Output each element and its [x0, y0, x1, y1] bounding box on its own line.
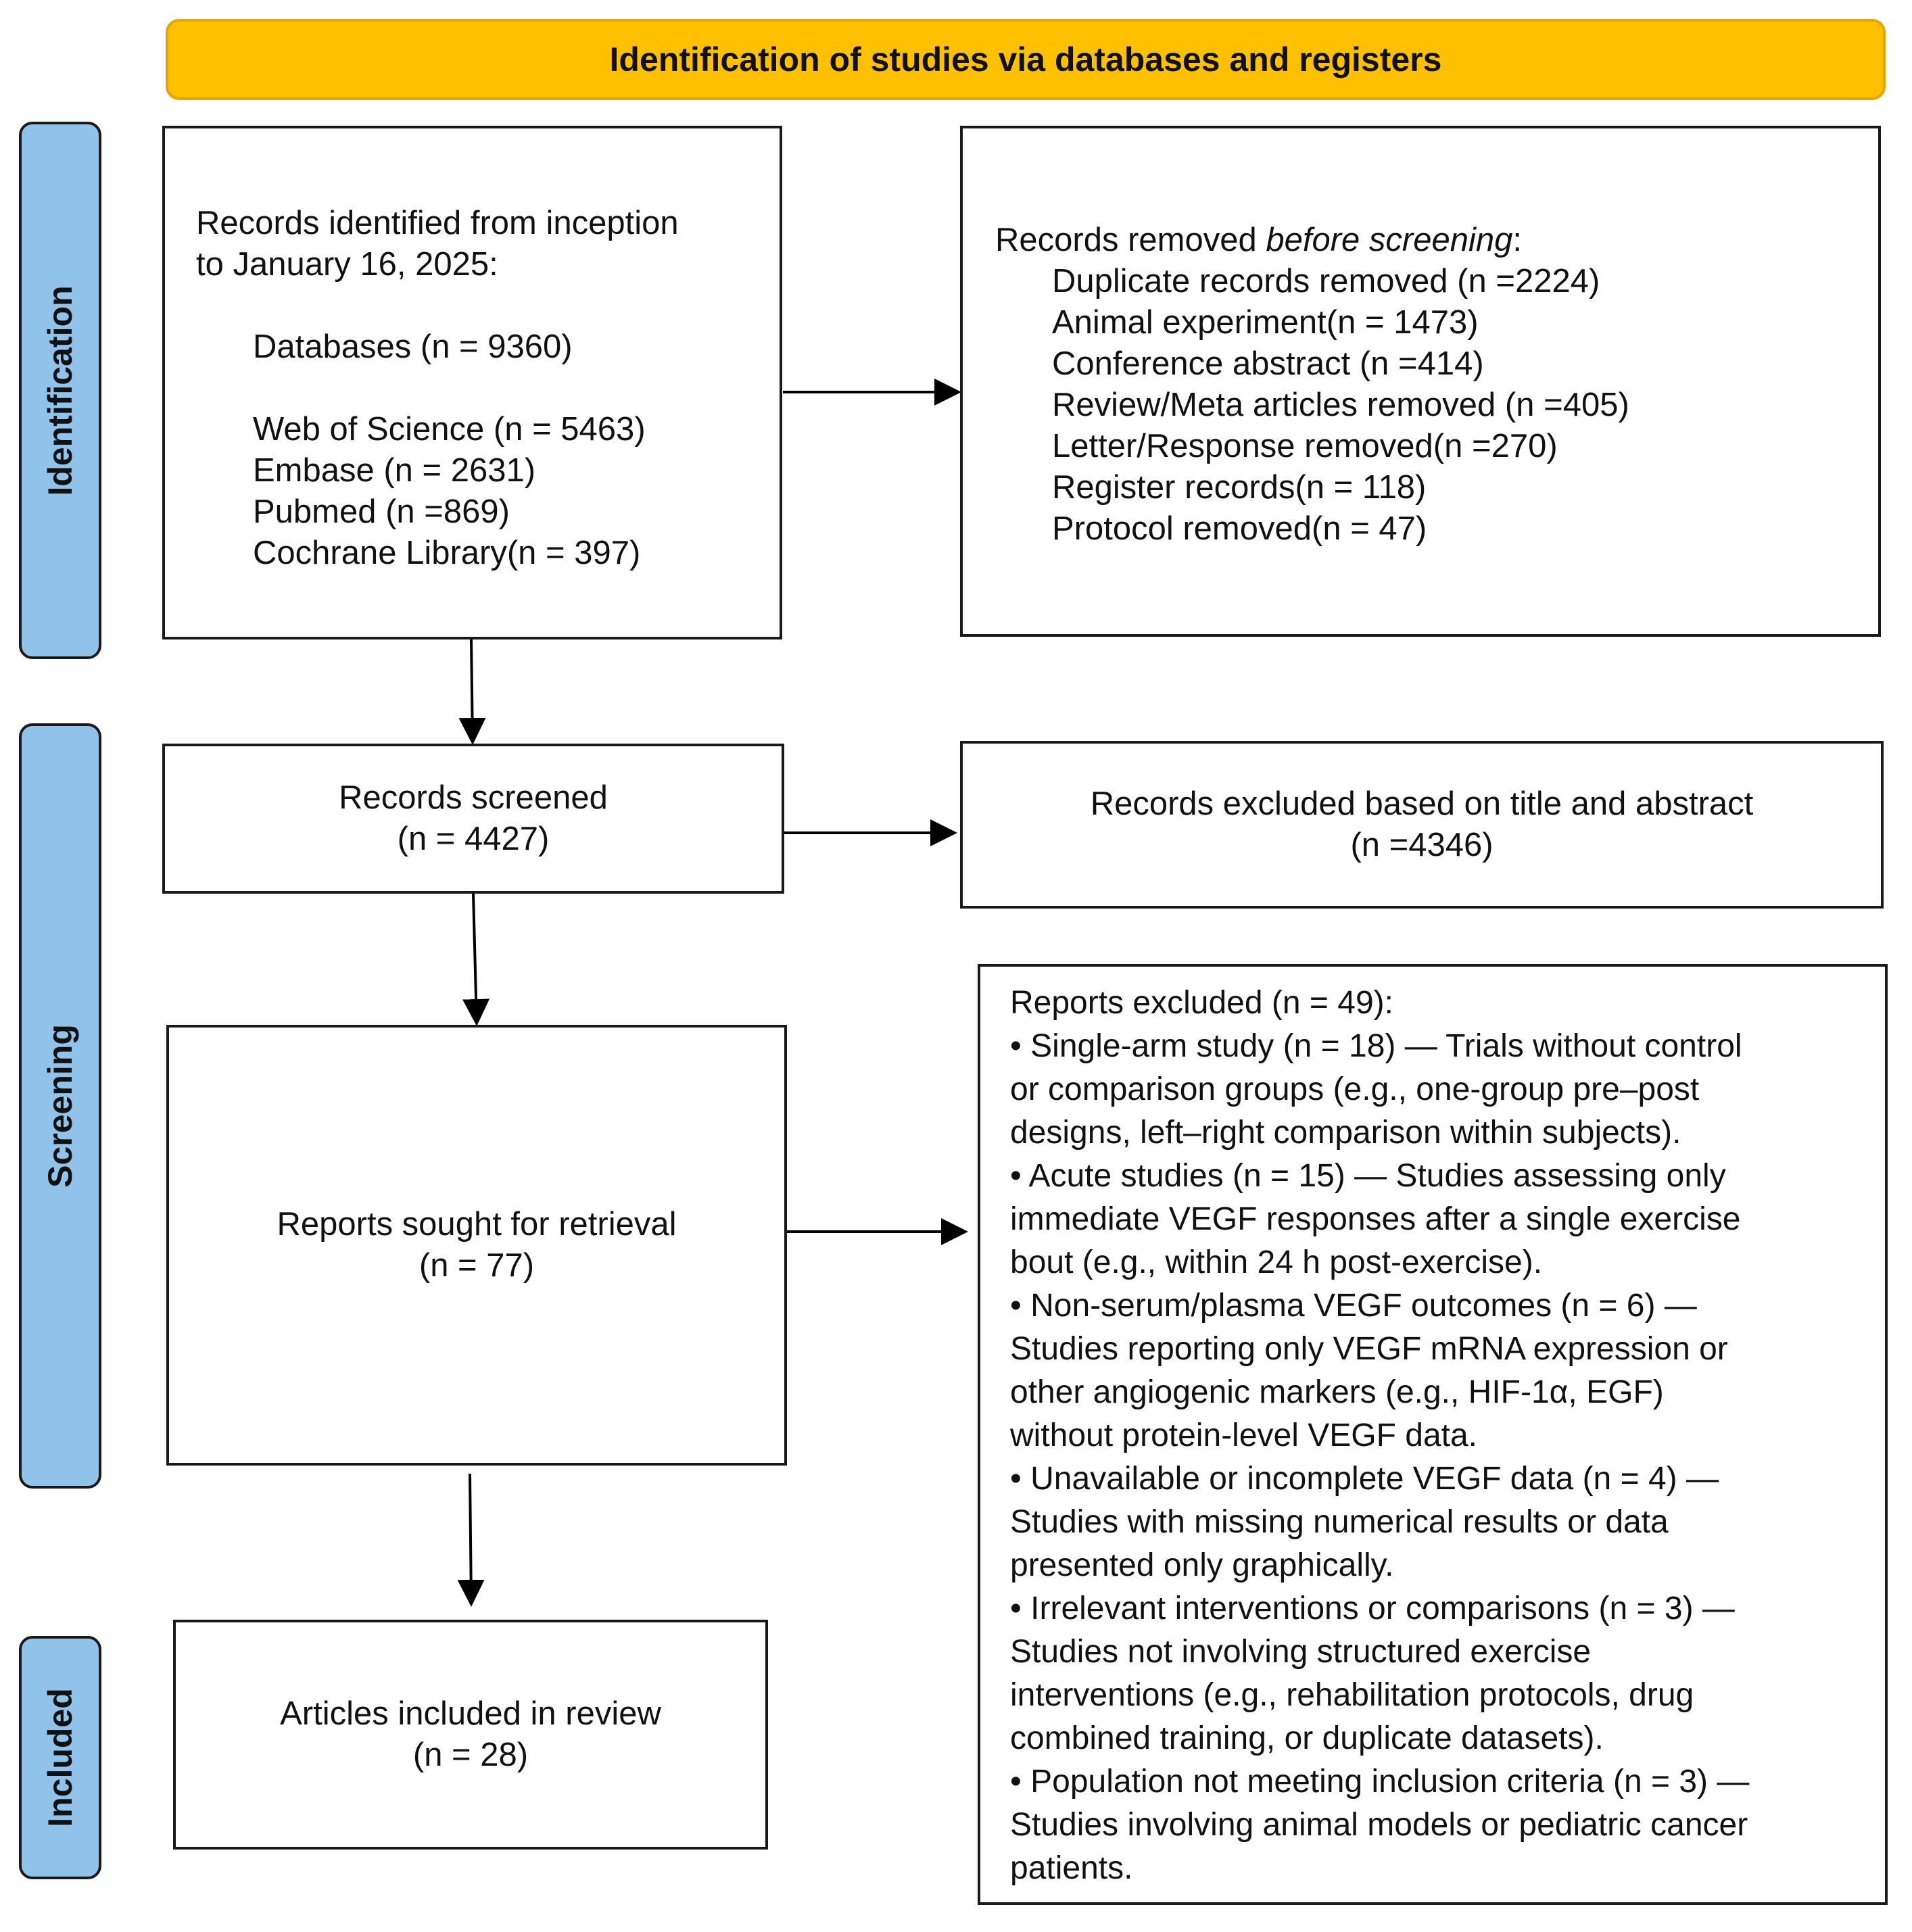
removed-item: Conference abstract (n =414) — [1052, 345, 1484, 382]
identified-title-line1: Records identified from inception — [196, 205, 679, 241]
phase-label-screening: Screening — [41, 1024, 79, 1188]
source-cochrane: Cochrane Library(n = 397) — [253, 535, 641, 571]
removed-item: Review/Meta articles removed (n =405) — [1052, 387, 1629, 423]
phase-screening: Screening — [19, 723, 101, 1489]
removed-item: Duplicate records removed (n =2224) — [1052, 263, 1600, 299]
exclusion-line: • Non-serum/plasma VEGF outcomes (n = 6)… — [1010, 1288, 1697, 1324]
exclusion-line: designs, left–right comparison within su… — [1010, 1115, 1681, 1151]
exclusion-line: Studies not involving structured exercis… — [1010, 1634, 1592, 1670]
phase-identification: Identification — [19, 122, 101, 659]
arrow-identified-to-screened — [458, 638, 486, 745]
screened-label: Records screened — [339, 779, 608, 816]
header-banner: Identification of studies via databases … — [166, 19, 1886, 100]
retrieval-count: (n = 77) — [419, 1247, 535, 1284]
exclusion-line: immediate VEGF responses after a single … — [1010, 1201, 1741, 1237]
removed-title: Records removed before screening: — [995, 222, 1522, 258]
excluded-title-label: Records excluded based on title and abst… — [1090, 786, 1754, 822]
exclusion-line: other angiogenic markers (e.g., HIF-1α, … — [1010, 1374, 1664, 1410]
exclusion-line: • Unavailable or incomplete VEGF data (n… — [1010, 1461, 1719, 1497]
exclusion-line: • Population not meeting inclusion crite… — [1010, 1764, 1750, 1800]
phase-included: Included — [19, 1636, 101, 1879]
exclusion-line: bout (e.g., within 24 h post-exercise). — [1010, 1245, 1543, 1280]
screened-count: (n = 4427) — [397, 821, 550, 857]
exclusion-line: Studies involving animal models or pedia… — [1010, 1807, 1748, 1843]
exclusion-line: without protein-level VEGF data. — [1010, 1418, 1478, 1453]
articles-included-box: Articles included in review (n = 28) — [173, 1620, 768, 1850]
source-web-of-science: Web of Science (n = 5463) — [253, 411, 646, 448]
removed-item: Register records(n = 118) — [1052, 469, 1427, 506]
removed-item: Letter/Response removed(n =270) — [1052, 428, 1558, 464]
included-count: (n = 28) — [412, 1737, 529, 1773]
reports-excluded-box: Reports excluded (n = 49): • Single-arm … — [978, 964, 1888, 1905]
exclusion-line: • Irrelevant interventions or comparison… — [1010, 1591, 1735, 1626]
exclusion-line: • Acute studies (n = 15) — Studies asses… — [1010, 1158, 1726, 1194]
phase-label-identification: Identification — [41, 285, 79, 496]
identified-databases: Databases (n = 9360) — [253, 329, 573, 365]
arrow-retrieval-to-included — [457, 1473, 485, 1607]
reports-sought-box: Reports sought for retrieval (n = 77) — [166, 1025, 787, 1466]
exclusion-line: • Single-arm study (n = 18) — Trials wit… — [1010, 1028, 1742, 1064]
exclusion-line: interventions (e.g., rehabilitation prot… — [1010, 1677, 1694, 1713]
phase-label-included: Included — [41, 1688, 79, 1827]
exclusion-line: or comparison groups (e.g., one-group pr… — [1010, 1071, 1700, 1107]
identified-title-line2: to January 16, 2025: — [196, 246, 498, 283]
source-pubmed: Pubmed (n =869) — [253, 493, 510, 530]
reports-excluded-title: Reports excluded (n = 49): — [1010, 985, 1393, 1021]
exclusion-line: presented only graphically. — [1010, 1547, 1394, 1583]
arrow-screened-to-retrieval — [462, 893, 490, 1026]
included-label: Articles included in review — [280, 1695, 661, 1732]
records-removed-box: Records removed before screening: Duplic… — [960, 126, 1881, 637]
records-screened-box: Records screened (n = 4427) — [162, 744, 784, 894]
removed-item: Animal experiment(n = 1473) — [1052, 304, 1479, 341]
exclusion-line: combined training, or duplicate datasets… — [1010, 1720, 1604, 1756]
removed-item: Protocol removed(n = 47) — [1052, 510, 1427, 547]
exclusion-line: Studies reporting only VEGF mRNA express… — [1010, 1331, 1728, 1367]
excluded-title-count: (n =4346) — [1350, 827, 1493, 863]
source-embase: Embase (n = 2631) — [253, 452, 536, 489]
header-title: Identification of studies via databases … — [609, 41, 1442, 78]
exclusion-line: Studies with missing numerical results o… — [1010, 1504, 1669, 1540]
records-identified-box: Records identified from inception to Jan… — [162, 126, 782, 639]
retrieval-label: Reports sought for retrieval — [277, 1206, 677, 1242]
exclusion-line: patients. — [1010, 1850, 1133, 1886]
records-excluded-title-box: Records excluded based on title and abst… — [960, 741, 1884, 909]
